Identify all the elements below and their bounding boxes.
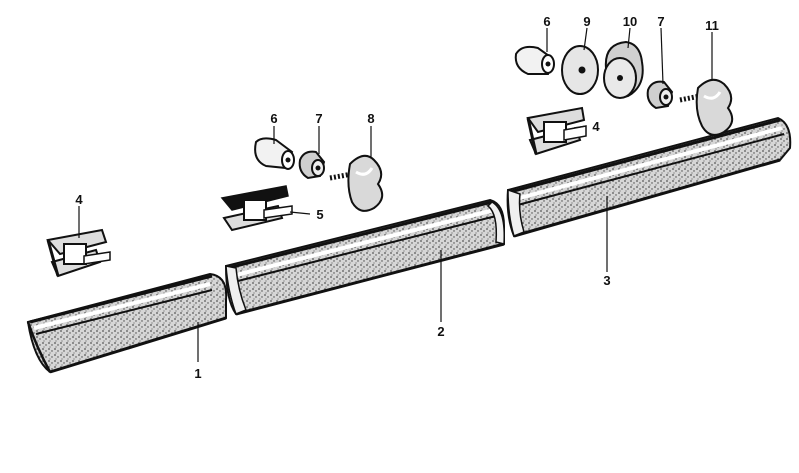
wing-nut-upper: [679, 78, 734, 136]
callout-4-left: 4: [75, 192, 83, 207]
callout-7-middle: 7: [315, 111, 322, 126]
grommet-middle: [254, 137, 295, 170]
clip-right: [526, 106, 587, 156]
nut-upper: [646, 80, 674, 110]
trim-moulding-front: [26, 272, 228, 374]
callout-8: 8: [367, 111, 374, 126]
callout-10: 10: [623, 14, 637, 29]
callout-3: 3: [603, 273, 610, 288]
callout-6-upper: 6: [543, 14, 550, 29]
spacer-upper: [603, 40, 644, 99]
callout-4-right: 4: [592, 119, 600, 134]
callout-1: 1: [194, 366, 201, 381]
grommet-upper: [514, 45, 555, 75]
callout-6-middle: 6: [270, 111, 277, 126]
trim-moulding-middle: [224, 198, 505, 316]
leader-lines: [78, 27, 713, 362]
callout-2: 2: [437, 324, 444, 339]
callout-9: 9: [583, 14, 590, 29]
callout-11: 11: [705, 18, 719, 33]
callout-7-upper: 7: [657, 14, 664, 29]
nut-middle: [298, 150, 326, 180]
clip-middle: [220, 185, 293, 232]
wing-nut-middle: [329, 154, 384, 212]
trim-moulding-rear: [506, 116, 792, 238]
washer-upper: [561, 45, 599, 95]
callout-5: 5: [316, 207, 323, 222]
clip-left: [46, 228, 111, 278]
